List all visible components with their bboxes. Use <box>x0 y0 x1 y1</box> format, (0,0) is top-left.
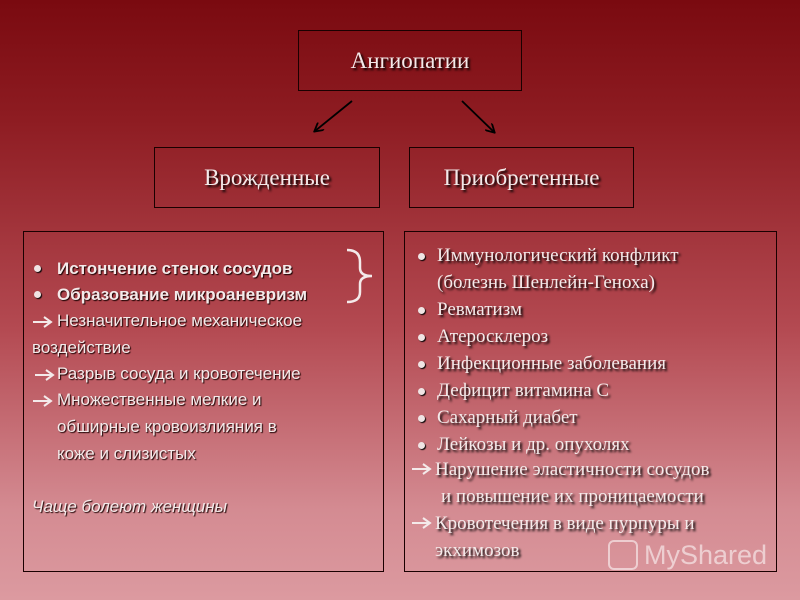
bullet-dot <box>418 253 425 260</box>
diagram-title: Ангиопатии <box>350 47 470 73</box>
arrow-right-icon <box>412 463 432 475</box>
acquired-bullet-2: Ревматизм <box>437 299 522 320</box>
congenital-arrow-1-line-1: Незначительное механическое <box>57 311 303 330</box>
arrow-right-icon <box>33 316 53 328</box>
acquired-bullet-1-line-1: Иммунологический конфликт <box>437 245 679 266</box>
acquired-heading: Приобретенные <box>443 164 600 190</box>
bullet-dot <box>34 265 41 272</box>
bullet-dot <box>418 442 425 449</box>
congenital-arrow-3-line-2: обширные кровоизлияния в <box>57 417 277 436</box>
acquired-bullet-4: Инфекционные заболевания <box>437 353 666 374</box>
arrow-right-icon <box>35 369 55 381</box>
acquired-panel <box>404 231 777 572</box>
congenital-arrow-3-line-3: коже и слизистых <box>57 444 196 463</box>
congenital-arrow-2: Разрыв сосуда и кровотечение <box>57 364 301 383</box>
watermark: MyShared <box>608 538 767 572</box>
acquired-bullet-7: Лейкозы и др. опухолях <box>437 434 630 455</box>
acquired-bullet-5: Дефицит витамина С <box>437 380 610 401</box>
bullet-dot <box>418 388 425 395</box>
congenital-bullet-2: Образование микроаневризм <box>57 285 308 304</box>
bullet-dot <box>418 334 425 341</box>
arrow-to-congenital <box>315 100 353 131</box>
arrow-right-icon <box>33 395 53 407</box>
congenital-panel <box>23 231 384 572</box>
arrow-to-acquired <box>461 100 494 132</box>
acquired-arrow-2-line-1: Кровотечения в виде пурпуры и <box>435 513 695 534</box>
acquired-arrow-1-line-1: Нарушение эластичности сосудов <box>435 459 710 480</box>
congenital-heading: Врожденные <box>204 164 330 190</box>
congenital-note: Чаще болеют женщины <box>32 497 228 516</box>
acquired-bullet-3: Атеросклероз <box>437 326 549 347</box>
bullet-dot <box>418 415 425 422</box>
congenital-arrow-3-line-1: Множественные мелкие и <box>57 390 262 409</box>
bullet-dot <box>418 307 425 314</box>
congenital-arrow-1-line-2: воздействие <box>32 338 131 357</box>
bullet-dot <box>34 291 41 298</box>
acquired-arrow-2-line-2: экхимозов <box>435 540 520 561</box>
acquired-heading-box: Приобретенные <box>409 147 634 208</box>
title-box: Ангиопатии <box>298 30 522 91</box>
watermark-text: MyShared <box>644 539 768 570</box>
congenital-heading-box: Врожденные <box>154 147 380 208</box>
acquired-arrow-1-line-2: и повышение их проницаемости <box>441 486 704 507</box>
acquired-bullet-1-line-2: (болезнь Шенлейн-Геноха) <box>437 272 655 293</box>
acquired-bullet-6: Сахарный диабет <box>437 407 578 428</box>
presentation-icon <box>608 540 638 570</box>
bullet-dot <box>418 361 425 368</box>
congenital-bullet-1: Истончение стенок сосудов <box>57 259 293 278</box>
arrow-right-icon <box>412 517 432 529</box>
